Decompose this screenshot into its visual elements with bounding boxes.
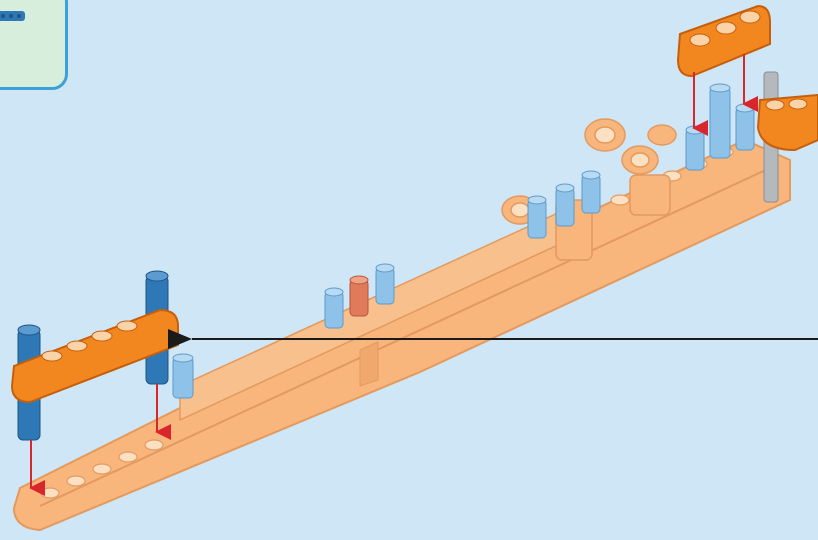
new-beam-top-right	[678, 6, 770, 76]
new-beam-left	[12, 271, 178, 440]
new-beam-right-edge	[758, 95, 818, 150]
